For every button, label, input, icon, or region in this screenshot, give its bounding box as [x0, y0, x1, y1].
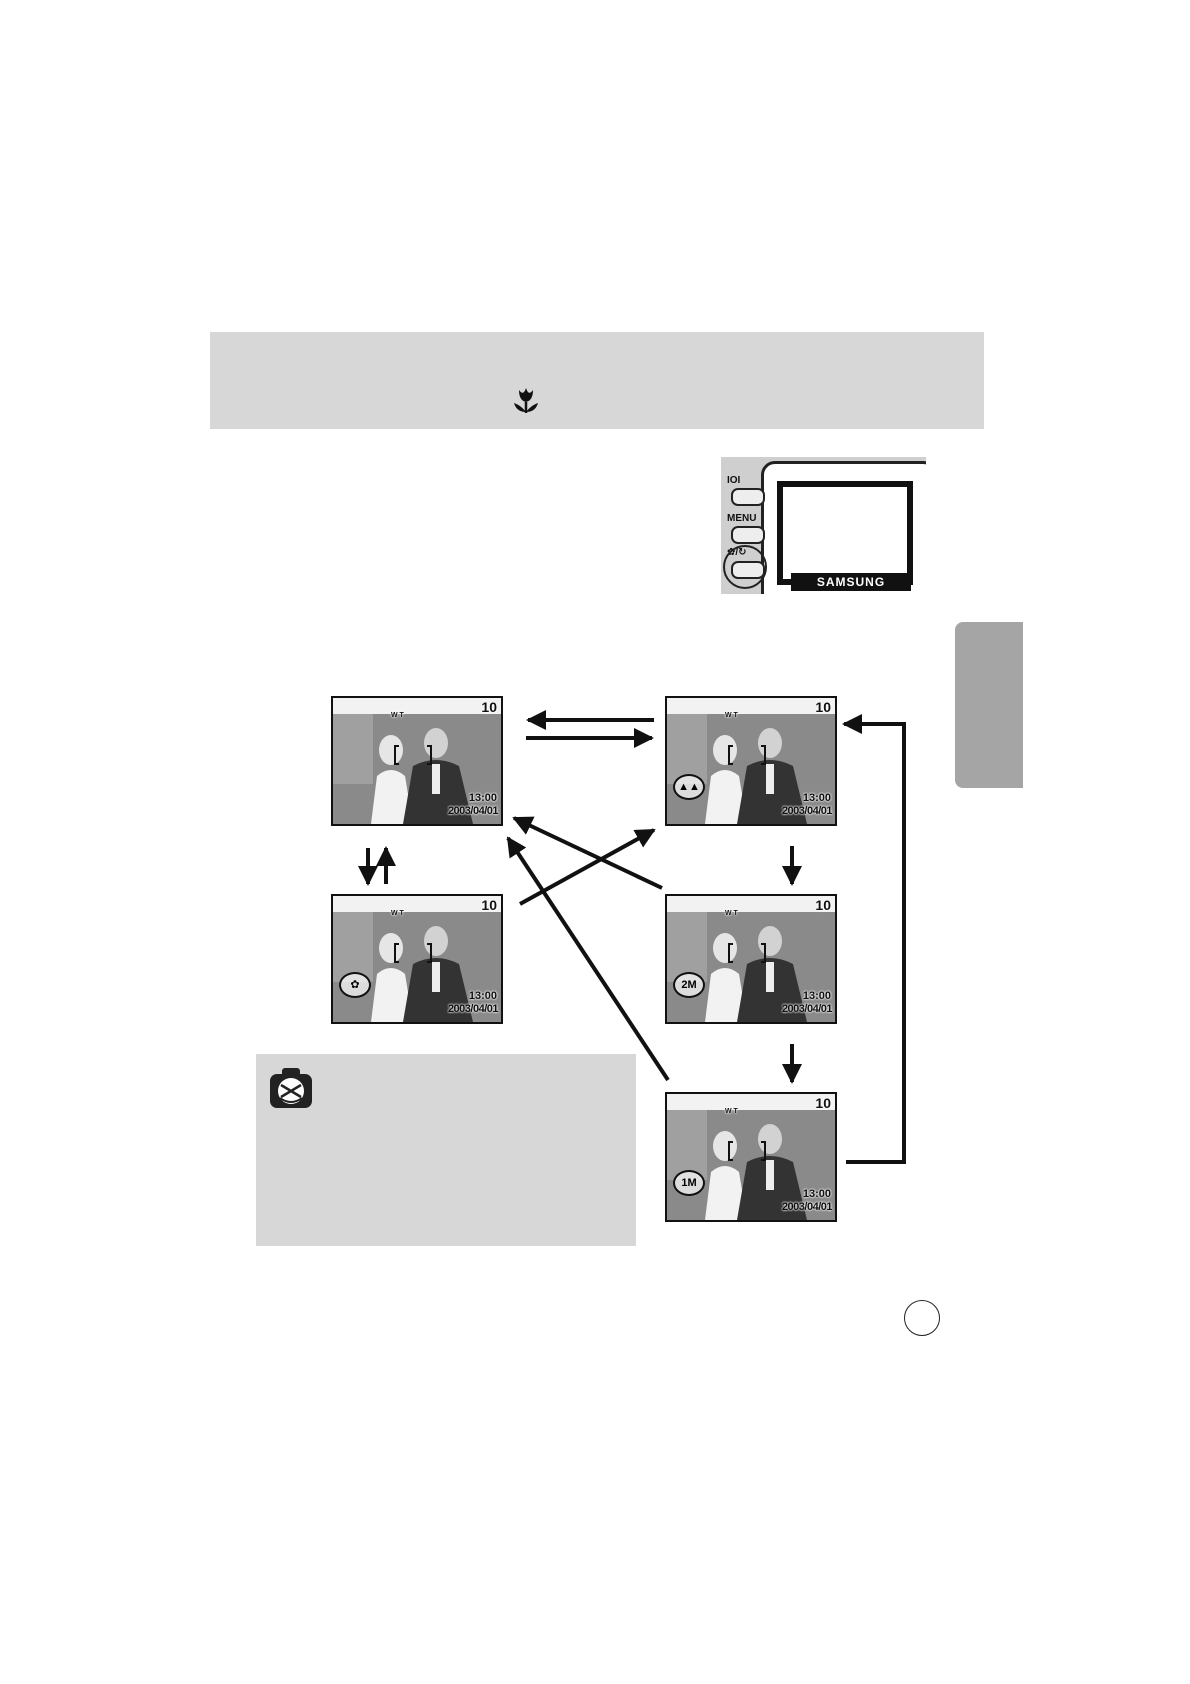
zoom-indicator: W T — [391, 910, 404, 917]
shots-remaining: 10 — [815, 699, 831, 715]
status-bar — [667, 896, 835, 912]
lcd-screen-landscape: 10 W T ▲▲ 13:00 2003/04/01 — [665, 696, 837, 826]
shots-remaining: 10 — [815, 897, 831, 913]
note-box — [256, 1054, 636, 1246]
section-side-tab — [955, 622, 1023, 788]
lcd-screen-2m: 10 W T 2M 13:00 2003/04/01 — [665, 894, 837, 1024]
page-number-circle — [904, 1300, 940, 1336]
status-bar — [333, 896, 501, 912]
macro-flower-icon — [514, 388, 538, 413]
caution-camera-icon — [270, 1068, 312, 1108]
photo-couple — [333, 698, 501, 824]
landscape-mode-icon: ▲▲ — [673, 774, 705, 800]
arrow-1m-to-landscape — [842, 714, 906, 1164]
time-stamp: 13:00 — [802, 990, 831, 1002]
macro-mode-icon: ✿ — [339, 972, 371, 998]
menu-button-label: MENU — [727, 513, 757, 524]
photo-couple — [667, 698, 835, 824]
photo-couple — [667, 896, 835, 1022]
shots-remaining: 10 — [481, 699, 497, 715]
resolution-2m-icon: 2M — [673, 972, 705, 998]
status-bar — [667, 1094, 835, 1110]
arrow-2m-to-normal — [512, 816, 663, 890]
display-button — [731, 488, 765, 506]
zoom-indicator: W T — [725, 1108, 738, 1115]
camera-back-illustration: SAMSUNG IOI MENU ✿/↻ — [721, 457, 926, 594]
date-stamp: 2003/04/01 — [781, 1201, 833, 1213]
status-bar — [333, 698, 501, 714]
time-stamp: 13:00 — [468, 792, 497, 804]
arrow-1m-to-normal — [506, 836, 670, 1082]
header-band — [210, 332, 984, 429]
time-stamp: 13:00 — [468, 990, 497, 1002]
time-stamp: 13:00 — [802, 1188, 831, 1200]
date-stamp: 2003/04/01 — [447, 1003, 499, 1015]
lcd-screen-macro: 10 W T ✿ 13:00 2003/04/01 — [331, 894, 503, 1024]
lcd-screen-normal: 10 W T 13:00 2003/04/01 — [331, 696, 503, 826]
shots-remaining: 10 — [481, 897, 497, 913]
status-bar — [667, 698, 835, 714]
zoom-indicator: W T — [391, 712, 404, 719]
photo-couple — [333, 896, 501, 1022]
time-stamp: 13:00 — [802, 792, 831, 804]
zoom-indicator: W T — [725, 910, 738, 917]
date-stamp: 2003/04/01 — [781, 805, 833, 817]
resolution-1m-icon: 1M — [673, 1170, 705, 1196]
menu-button — [731, 526, 765, 544]
shots-remaining: 10 — [815, 1095, 831, 1111]
display-button-label: IOI — [727, 475, 741, 486]
date-stamp: 2003/04/01 — [447, 805, 499, 817]
arrow-macro-to-landscape — [519, 828, 656, 906]
lcd-screen-1m: 10 W T 1M 13:00 2003/04/01 — [665, 1092, 837, 1222]
date-stamp: 2003/04/01 — [781, 1003, 833, 1015]
camera-brand: SAMSUNG — [791, 573, 911, 591]
macro-button-highlight — [723, 545, 767, 589]
zoom-indicator: W T — [725, 712, 738, 719]
photo-couple — [667, 1094, 835, 1220]
